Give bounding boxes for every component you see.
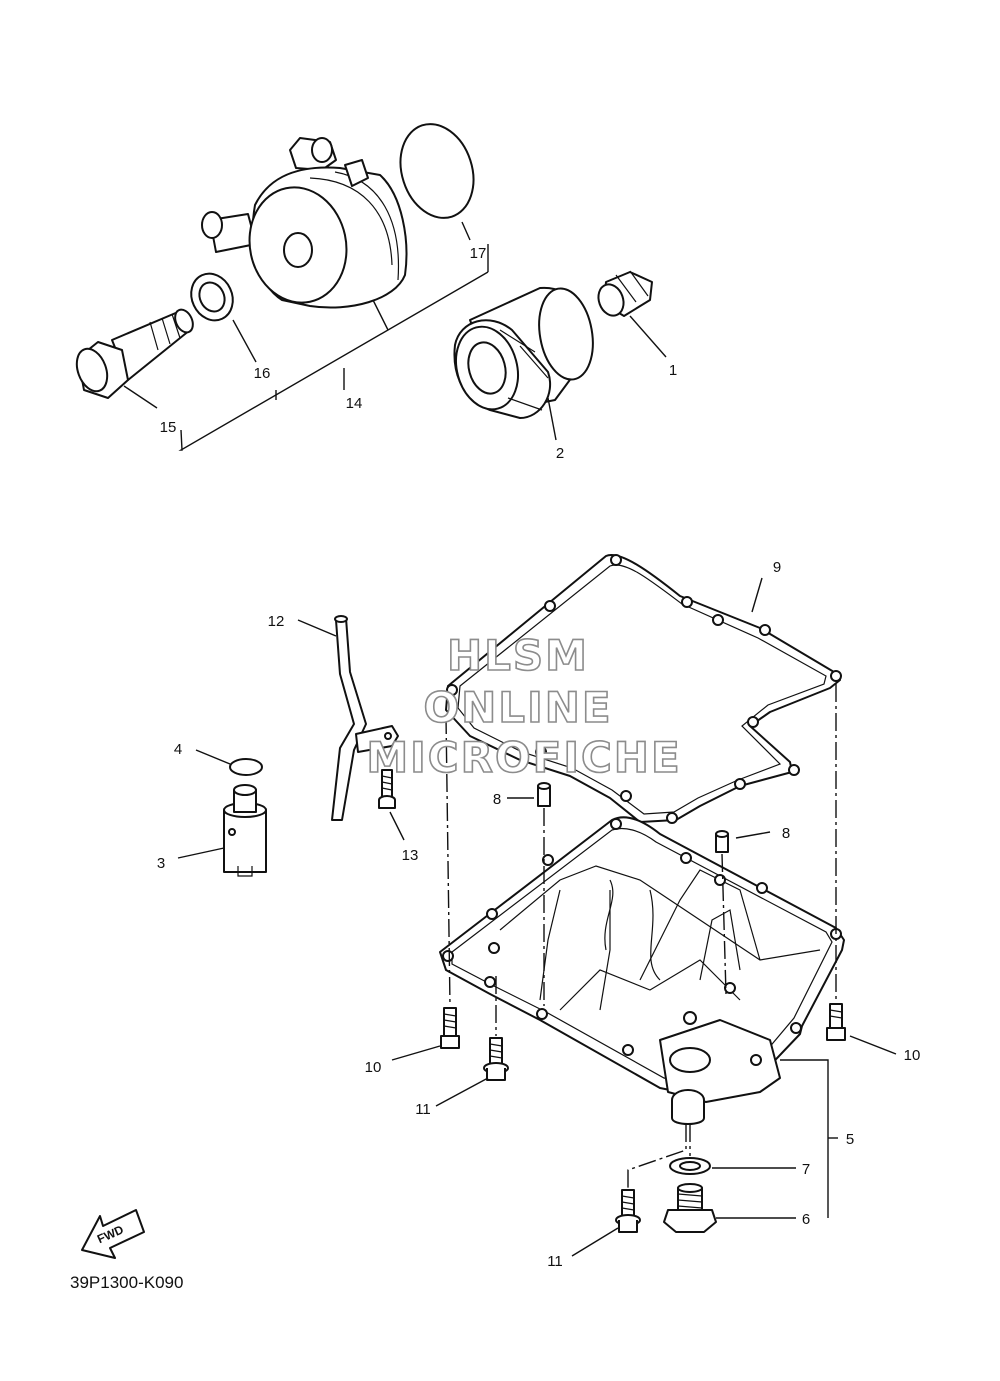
fwd-arrow-icon: FWD (81, 1209, 145, 1259)
callout-2: 2 (556, 445, 564, 462)
part-11-bolt-lower (615, 1189, 641, 1233)
part-10-bolt-right (826, 1003, 846, 1041)
callout-6: 6 (802, 1211, 810, 1228)
watermark-line-3: MICROFICHE (366, 733, 681, 782)
part-14-oil-cooler (201, 137, 408, 309)
callout-14: 14 (346, 395, 363, 412)
part-17-o-ring (399, 123, 475, 219)
callout-3: 3 (157, 855, 165, 872)
callout-8-right: 8 (782, 825, 790, 842)
callout-9: 9 (773, 559, 781, 576)
callout-labels: 1 2 3 4 5 6 7 8 8 9 10 10 11 11 12 13 14… (157, 245, 921, 1270)
part-2-oil-filter (453, 286, 594, 419)
callout-10-left: 10 (365, 1059, 382, 1076)
part-4-o-ring (229, 758, 263, 776)
upper-leader-lines (123, 221, 667, 451)
part-8-dowel-pin-left (537, 782, 551, 807)
watermark: HLSM ONLINE MICROFICHE (366, 630, 681, 783)
part-11-bolt-upper (483, 1037, 509, 1081)
part-13-bolt (378, 769, 396, 809)
part-7-washer (669, 1157, 711, 1175)
part-3-strainer (223, 784, 267, 877)
callout-17: 17 (470, 245, 487, 262)
callout-10-right: 10 (904, 1047, 921, 1064)
callout-11-lower: 11 (547, 1253, 563, 1270)
part-16-washer (190, 272, 234, 322)
callout-5: 5 (846, 1131, 854, 1148)
part-12-oil-pipe (331, 615, 399, 821)
part-1-fitting (597, 270, 653, 317)
watermark-line-1: HLSM (447, 631, 589, 680)
callout-16: 16 (254, 365, 271, 382)
part-8-dowel-pin-right (715, 830, 729, 853)
part-15-union-bolt (75, 308, 194, 399)
callout-1: 1 (669, 362, 677, 379)
part-10-bolt-left (440, 1007, 460, 1049)
lower-leader-lines (177, 577, 897, 1257)
callout-8-left: 8 (493, 791, 501, 808)
part-9-gasket (445, 554, 842, 824)
callout-15: 15 (160, 419, 177, 436)
callout-11-upper: 11 (415, 1101, 431, 1118)
callout-12: 12 (268, 613, 285, 630)
callout-4: 4 (174, 741, 182, 758)
callout-7: 7 (802, 1161, 810, 1178)
watermark-line-2: ONLINE (423, 683, 612, 732)
diagram-code: 39P1300-K090 (70, 1273, 183, 1292)
part-6-drain-bolt (663, 1183, 717, 1233)
callout-13: 13 (402, 847, 419, 864)
part-5-oil-pan (439, 816, 845, 1125)
